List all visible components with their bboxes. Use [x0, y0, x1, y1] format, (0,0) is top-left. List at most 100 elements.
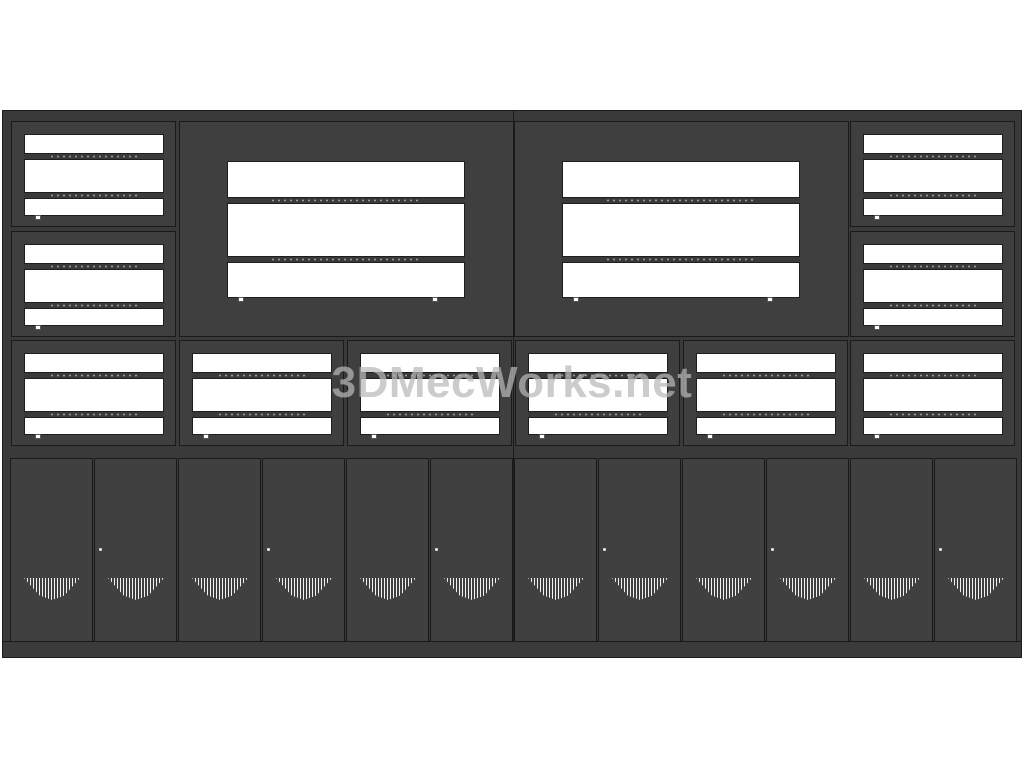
monitor-screen — [24, 353, 164, 439]
video-wall-console — [2, 110, 1022, 658]
monitor-screen — [696, 353, 836, 439]
small-monitor-bay-4 — [850, 231, 1015, 337]
small-monitor-bay-5 — [11, 340, 176, 446]
shelf-bracket — [863, 372, 1003, 379]
monitor-screen-large — [562, 161, 800, 302]
small-monitor-bay-7 — [347, 340, 512, 446]
cabinet-door-4 — [262, 458, 345, 642]
monitor-screen — [360, 353, 500, 439]
monitor-foot — [767, 297, 773, 302]
shelf-bracket — [192, 411, 332, 418]
cabinet-door-1 — [10, 458, 93, 642]
door-handle — [603, 548, 606, 551]
shelf-bracket — [24, 263, 164, 270]
vent-grille — [444, 578, 500, 600]
small-monitor-bay-10 — [850, 340, 1015, 446]
vent-grille — [192, 578, 248, 600]
shelf-bracket — [528, 372, 668, 379]
shelf-bracket — [360, 411, 500, 418]
shelf-bracket — [24, 302, 164, 309]
vent-grille — [780, 578, 836, 600]
shelf-bracket — [24, 411, 164, 418]
vent-grille — [276, 578, 332, 600]
door-handle — [771, 548, 774, 551]
shelf-bracket — [360, 372, 500, 379]
bolt-row — [721, 374, 811, 377]
shelf-bracket — [528, 411, 668, 418]
monitor-foot — [203, 434, 209, 439]
cabinet-door-2 — [94, 458, 177, 642]
monitor-screen — [24, 244, 164, 330]
cabinet-door-10 — [766, 458, 849, 642]
shelf-bracket — [696, 411, 836, 418]
bolt-row — [604, 258, 758, 261]
cabinet-door-8 — [598, 458, 681, 642]
monitor-foot — [874, 325, 880, 330]
small-monitor-bay-1 — [11, 121, 176, 227]
vent-grille — [360, 578, 416, 600]
door-handle — [99, 548, 102, 551]
bolt-row — [888, 304, 978, 307]
door-handle — [267, 548, 270, 551]
bolt-row — [888, 413, 978, 416]
bolt-row — [49, 155, 139, 158]
bolt-row — [888, 374, 978, 377]
bolt-row — [888, 155, 978, 158]
vent-grille — [864, 578, 920, 600]
bolt-row — [217, 374, 307, 377]
shelf-bracket — [863, 411, 1003, 418]
cabinet-door-11 — [850, 458, 933, 642]
vent-grille — [696, 578, 752, 600]
bolt-row — [49, 304, 139, 307]
cabinet-door-5 — [346, 458, 429, 642]
monitor-screen — [863, 353, 1003, 439]
cabinet-door-6 — [430, 458, 513, 642]
large-monitor-bay-2 — [514, 121, 849, 337]
monitor-foot — [371, 434, 377, 439]
shelf-bracket — [227, 197, 465, 204]
bolt-row — [888, 265, 978, 268]
bolt-row — [49, 374, 139, 377]
monitor-screen — [24, 134, 164, 220]
plinth — [3, 641, 1021, 657]
bolt-row — [49, 265, 139, 268]
small-monitor-bay-6 — [179, 340, 344, 446]
bolt-row — [604, 199, 758, 202]
vent-grille — [528, 578, 584, 600]
bolt-row — [553, 413, 643, 416]
small-monitor-bay-2 — [11, 231, 176, 337]
shelf-bracket — [24, 192, 164, 199]
vent-grille — [108, 578, 164, 600]
bolt-row — [553, 374, 643, 377]
monitor-foot — [874, 434, 880, 439]
vent-grille — [612, 578, 668, 600]
bolt-row — [49, 194, 139, 197]
cabinet-door-9 — [682, 458, 765, 642]
small-monitor-bay-3 — [850, 121, 1015, 227]
bolt-row — [385, 413, 475, 416]
shelf-bracket — [24, 153, 164, 160]
door-handle — [939, 548, 942, 551]
vent-grille — [948, 578, 1004, 600]
large-monitor-bay-1 — [179, 121, 514, 337]
bolt-row — [888, 194, 978, 197]
monitor-foot — [432, 297, 438, 302]
monitor-screen-large — [227, 161, 465, 302]
bolt-row — [269, 199, 423, 202]
cabinet-door-3 — [178, 458, 261, 642]
shelf-bracket — [863, 302, 1003, 309]
shelf-bracket — [192, 372, 332, 379]
bolt-row — [217, 413, 307, 416]
bolt-row — [49, 413, 139, 416]
shelf-bracket — [863, 192, 1003, 199]
monitor-foot — [874, 215, 880, 220]
shelf-bracket — [227, 256, 465, 263]
shelf-bracket — [562, 256, 800, 263]
monitor-foot — [539, 434, 545, 439]
cabinet-door-12 — [934, 458, 1017, 642]
shelf-bracket — [562, 197, 800, 204]
monitor-screen — [863, 244, 1003, 330]
shelf-bracket — [696, 372, 836, 379]
monitor-foot — [35, 215, 41, 220]
door-handle — [435, 548, 438, 551]
